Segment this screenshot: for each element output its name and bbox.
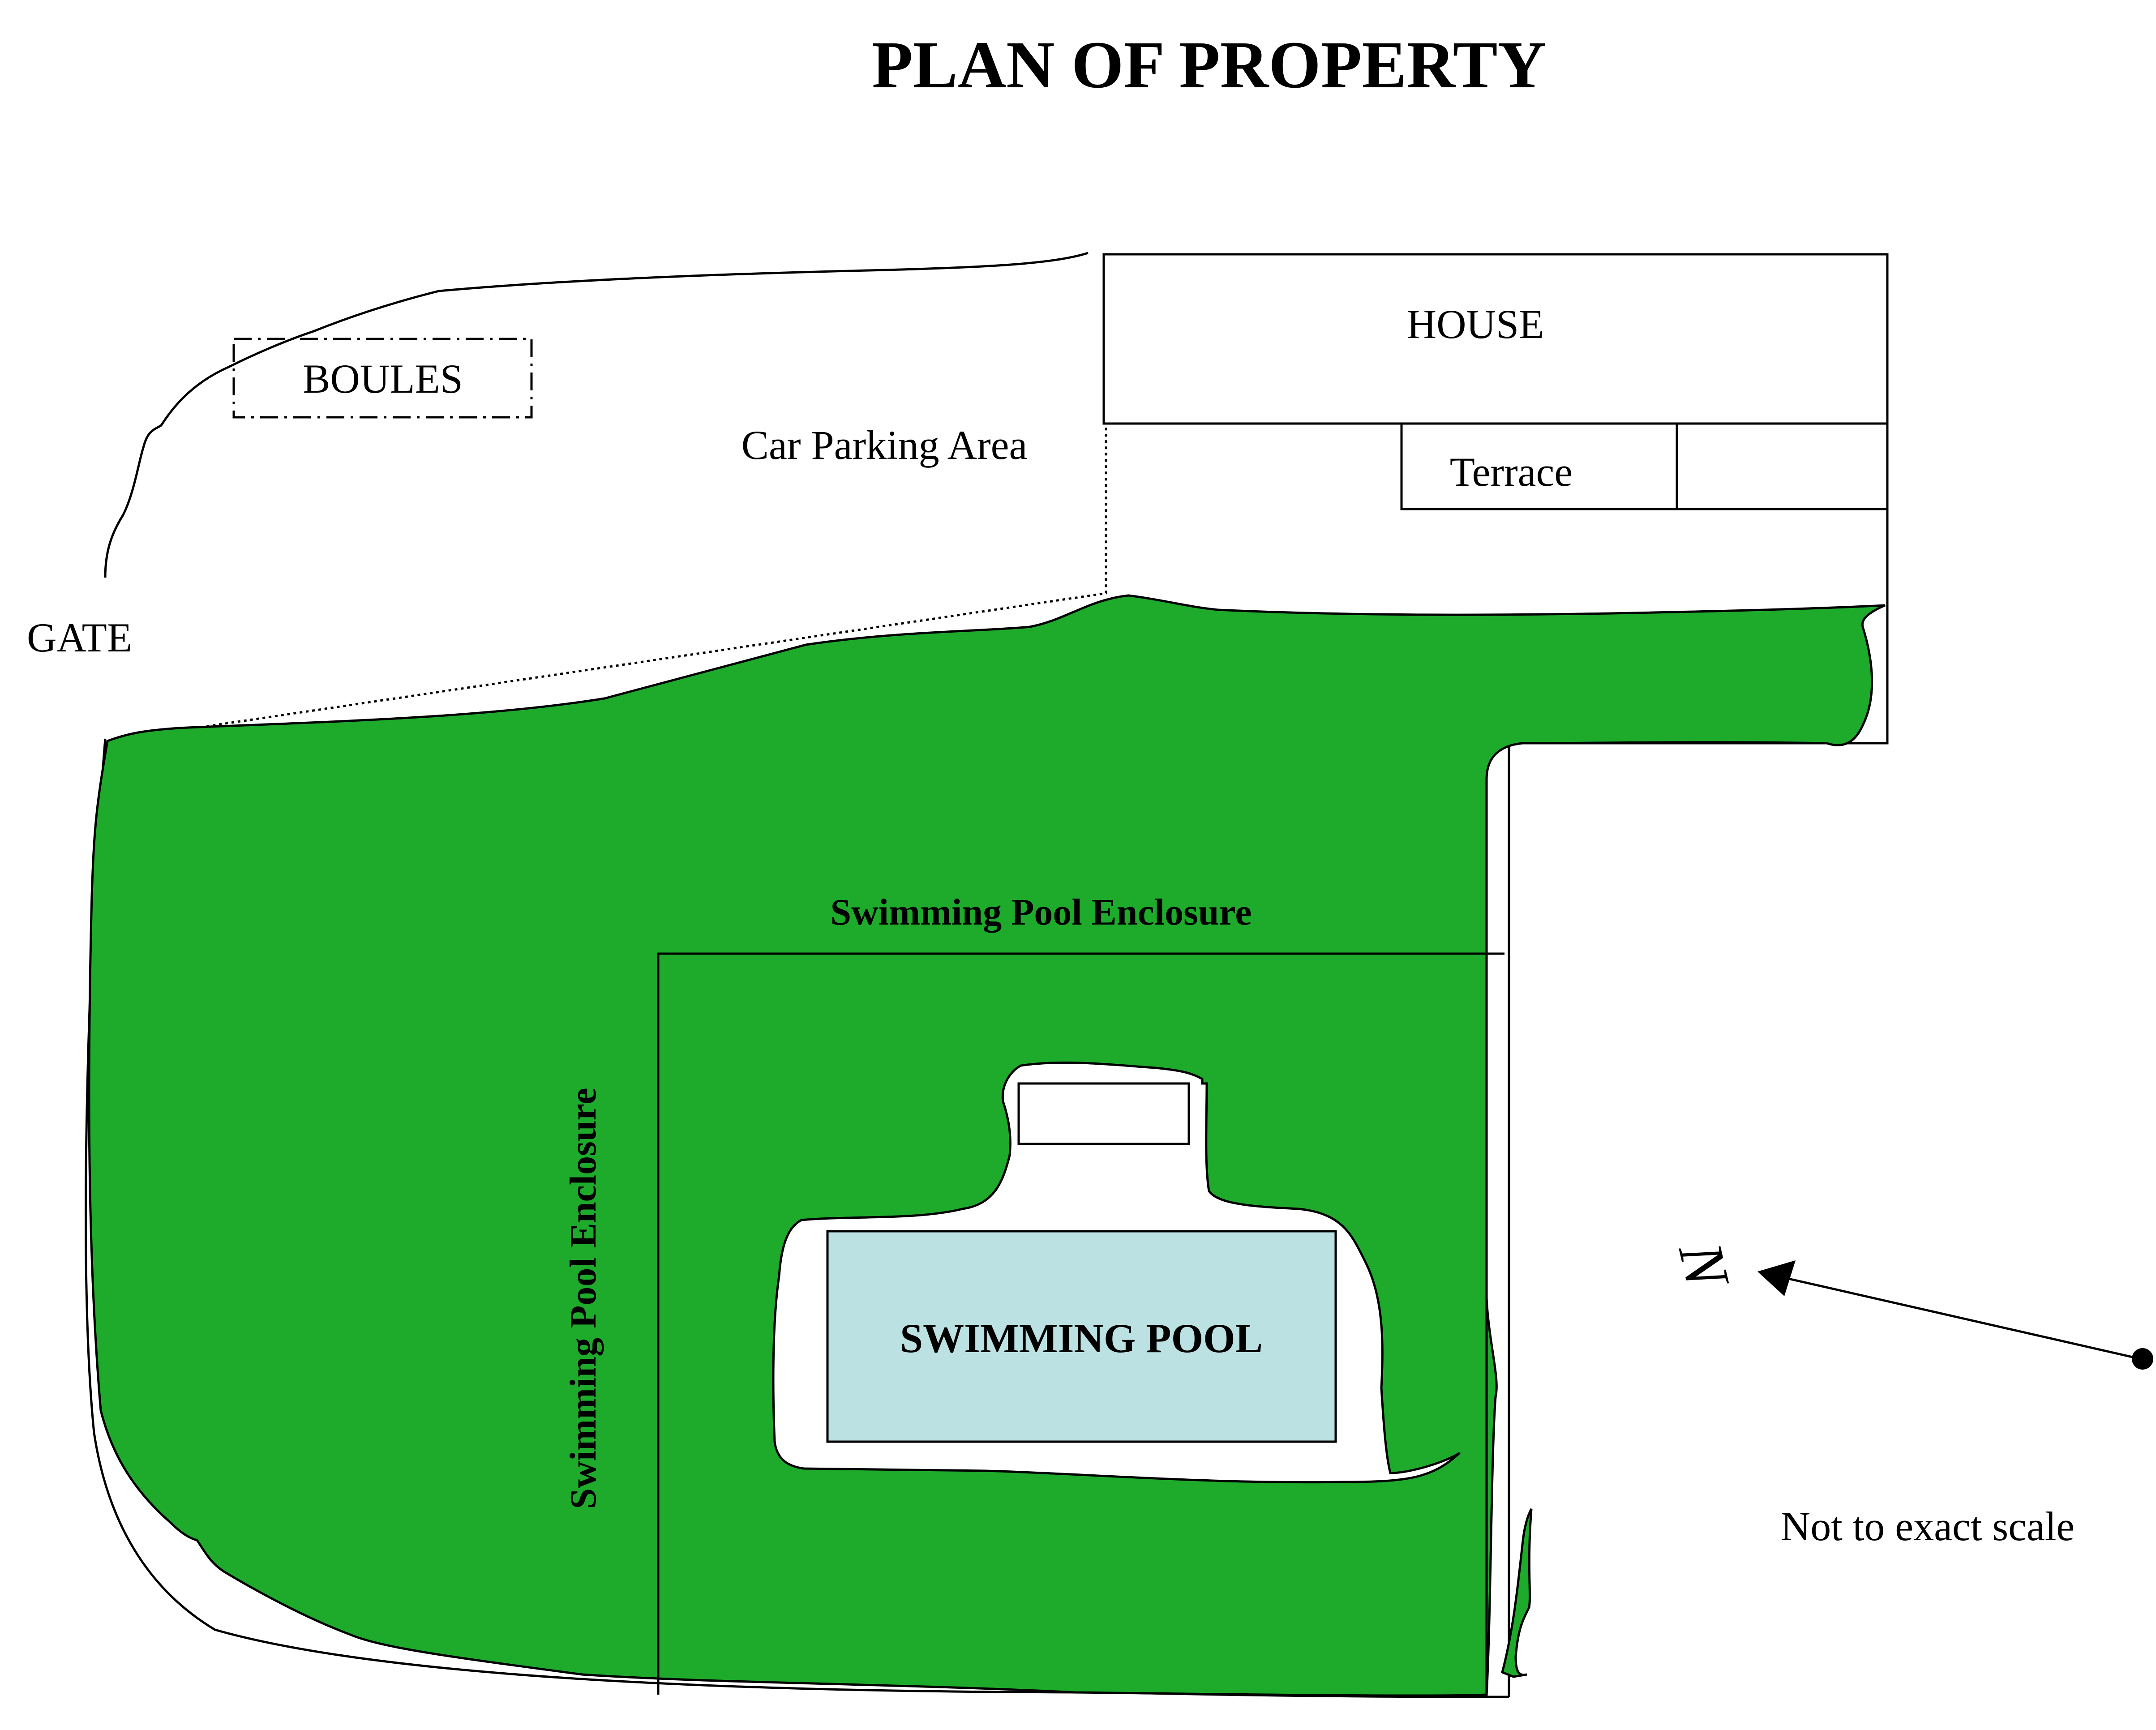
boules-label: BOULES — [303, 356, 463, 402]
north-boundary-line — [104, 252, 1089, 578]
boules-court — [232, 338, 533, 419]
house-label: HOUSE — [1407, 301, 1544, 347]
enclosure-top-label: Swimming Pool Enclosure — [830, 891, 1252, 933]
north-arrow-icon — [1757, 1260, 2153, 1370]
parking-boundary-dotted — [107, 423, 1107, 742]
swimming-pool-label: SWIMMING POOL — [900, 1315, 1263, 1361]
terrace — [1400, 422, 1678, 510]
pool-pump-house — [1017, 1082, 1190, 1145]
pool-enclosure — [657, 952, 1504, 1695]
terrace-label: Terrace — [1450, 449, 1573, 495]
scale-note: Not to exact scale — [1781, 1503, 2075, 1549]
north-label: N — [1665, 1236, 1743, 1296]
page-title: PLAN OF PROPERTY — [872, 28, 1546, 102]
enclosure-side-label: Swimming Pool Enclosure — [562, 1088, 604, 1509]
lawn-strip — [1501, 1508, 1533, 1678]
swimming-pool — [826, 1230, 1337, 1443]
gate-label: GATE — [27, 615, 132, 660]
car-parking-label: Car Parking Area — [742, 422, 1028, 468]
lawn-area — [88, 594, 1886, 1697]
